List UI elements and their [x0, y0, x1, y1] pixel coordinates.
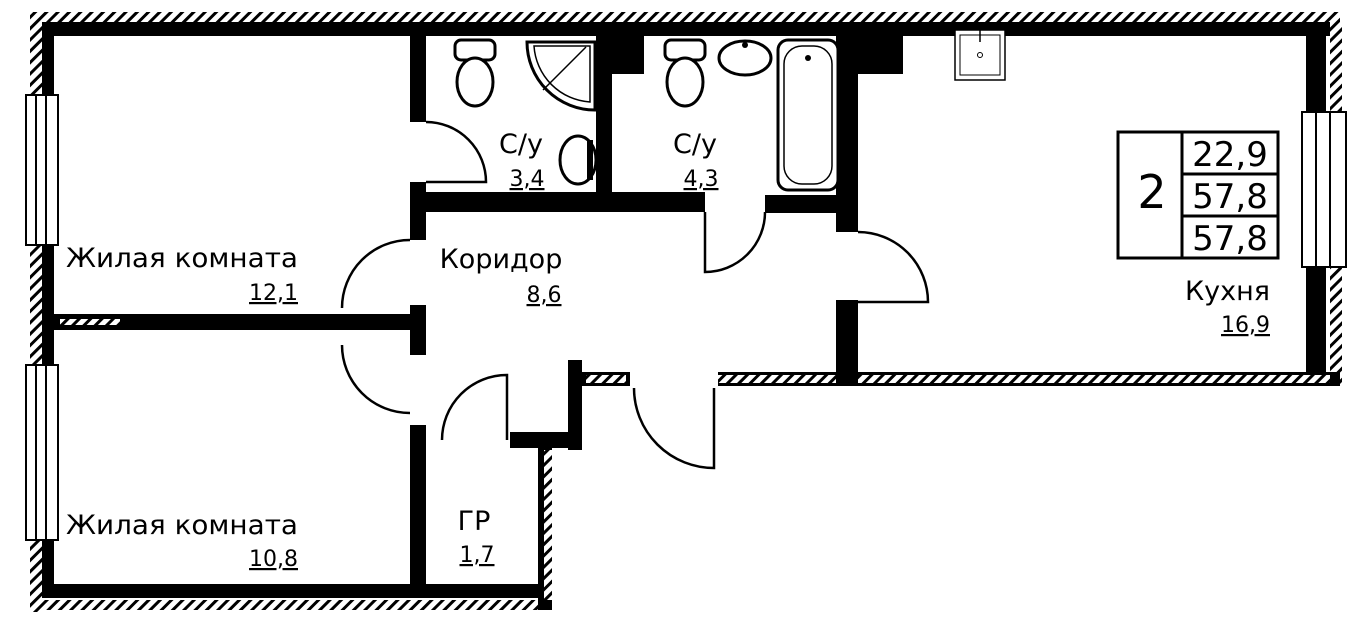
wardrobe-area: 1,7 — [460, 543, 495, 568]
shower-icon — [525, 40, 597, 112]
washbasin-icon — [717, 39, 773, 77]
toilet-icon — [663, 38, 707, 108]
total-area-value: 57,8 — [1192, 177, 1268, 217]
living-room-2-name: Жилая комната — [66, 510, 298, 541]
washbasin-icon — [558, 134, 598, 186]
living-area-value: 22,9 — [1192, 135, 1268, 175]
room-labels: Жилая комната 12,1 Жилая комната 10,8 С/… — [66, 129, 1270, 572]
living-room-1-area: 12,1 — [249, 281, 298, 306]
living-room-2-area: 10,8 — [249, 547, 298, 572]
fixtures — [453, 29, 1006, 192]
interior-walls — [42, 22, 903, 595]
corridor-area: 8,6 — [527, 283, 562, 308]
bathroom-2-area: 4,3 — [684, 167, 719, 192]
area-summary-table: 2 22,9 57,8 57,8 — [1116, 130, 1280, 260]
rooms-count: 2 — [1137, 165, 1166, 219]
bathtub-icon — [776, 38, 840, 192]
kitchen-area: 16,9 — [1221, 313, 1270, 338]
kitchen-sink-icon — [954, 29, 1006, 81]
bathroom-2-name: С/у — [673, 129, 717, 160]
corridor-name: Коридор — [440, 244, 563, 275]
doors — [340, 120, 930, 470]
wardrobe-name: ГР — [458, 506, 491, 537]
kitchen-name: Кухня — [1185, 276, 1270, 307]
windows — [25, 94, 1347, 541]
total-area-with-balcony-value: 57,8 — [1192, 219, 1268, 259]
living-room-1-name: Жилая комната — [66, 243, 298, 274]
toilet-icon — [453, 38, 497, 108]
bathroom-1-area: 3,4 — [510, 167, 545, 192]
bathroom-1-name: С/у — [499, 129, 543, 160]
